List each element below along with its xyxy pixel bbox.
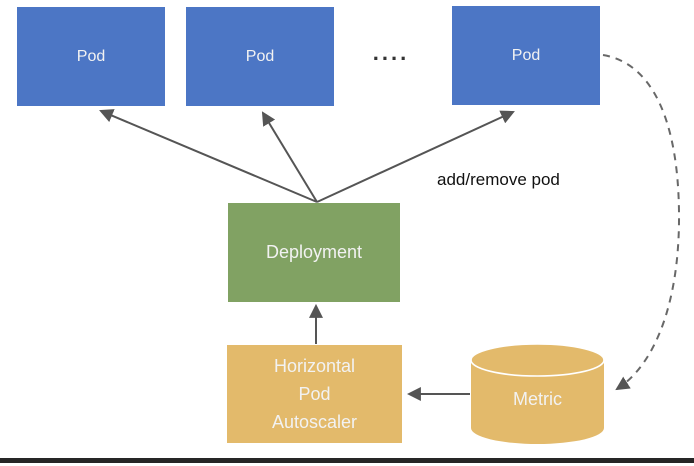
horizontal-pod-autoscaler-box: Horizontal Pod Autoscaler <box>227 345 402 443</box>
arrow-deployment-to-pod-2 <box>261 111 318 203</box>
pod-label-1: Pod <box>76 47 106 65</box>
arrow-deployment-to-pod-1 <box>99 109 318 203</box>
metric-label: Metric <box>513 389 562 409</box>
arrow-deployment-to-pod-3 <box>316 110 515 203</box>
pod-label-3: Pod <box>511 46 541 64</box>
hpa-label-line-3: Autoscaler <box>271 412 358 432</box>
window-bottom-edge <box>0 458 694 463</box>
metric-cylinder-shape <box>470 343 605 444</box>
pod-box-2: Pod <box>186 7 334 106</box>
hpa-label-line-1: Horizontal <box>273 356 356 376</box>
deployment-label: Deployment <box>265 242 363 262</box>
pod-label-2: Pod <box>245 47 275 65</box>
dashed-arrow-pod-to-metric <box>602 54 681 391</box>
metric-cylinder: Metric <box>470 343 605 445</box>
deployment-box: Deployment <box>228 203 400 302</box>
add-remove-pod-label: add/remove pod <box>437 170 560 189</box>
pod-box-3: Pod <box>452 6 600 105</box>
pod-box-1: Pod <box>17 7 165 106</box>
hpa-label-line-2: Pod <box>298 384 331 404</box>
more-pods-ellipsis: .... <box>372 40 410 65</box>
